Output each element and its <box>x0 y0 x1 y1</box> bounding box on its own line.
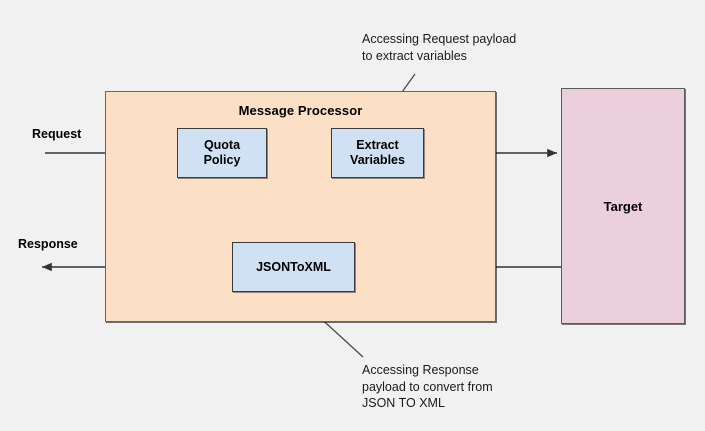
extract-variables-label-line1: Extract <box>356 138 399 152</box>
policy-node-jsontoxml: JSONToXML <box>232 242 355 292</box>
quota-policy-label-line1: Quota <box>203 138 241 152</box>
target-node: Target <box>561 88 685 324</box>
annotation-response-payload: Accessing Response payload to convert fr… <box>362 363 493 410</box>
policy-node-quota-policy: Quota Policy <box>177 128 267 178</box>
message-processor-title: Message Processor <box>238 103 363 118</box>
policy-node-extract-variables: Extract Variables <box>331 128 424 178</box>
request-flow-label: Request <box>32 127 82 141</box>
response-flow-label: Response <box>18 237 78 251</box>
target-label: Target <box>603 198 643 214</box>
extract-variables-label-line2: Variables <box>350 153 405 167</box>
quota-policy-label-line2: Policy <box>203 153 241 167</box>
annotation-request-payload: Accessing Request payload to extract var… <box>362 32 517 63</box>
jsontoxml-label: JSONToXML <box>256 259 331 274</box>
